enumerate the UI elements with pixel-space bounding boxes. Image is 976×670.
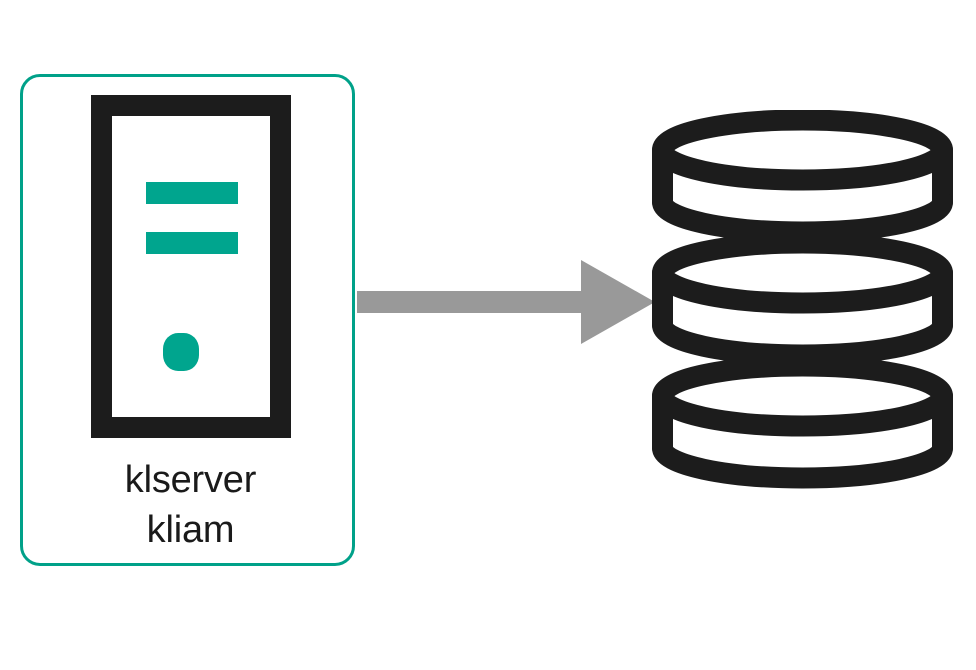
node-label-line-1: klserver	[124, 459, 257, 501]
node-label-line-2: kliam	[146, 509, 235, 551]
server-tower-icon	[91, 95, 291, 438]
db-disc-2-bottom	[652, 314, 953, 366]
database-cylinder-icon[interactable]	[650, 110, 955, 495]
db-disc-2-top	[652, 232, 953, 314]
db-disc-1-bottom	[652, 191, 953, 243]
db-disc-3-bottom	[652, 437, 953, 489]
server-indicator-bar-2	[146, 232, 238, 254]
server-indicator-bar-1	[146, 182, 238, 204]
node-server-klserver[interactable]: klserver kliam	[20, 74, 355, 566]
node-label: klserver kliam	[23, 455, 358, 555]
right-arrow-icon[interactable]	[357, 258, 655, 346]
server-status-led-icon	[163, 333, 199, 371]
db-disc-1-top	[652, 110, 953, 191]
arrow-shape	[357, 260, 655, 344]
db-disc-3-top	[652, 355, 953, 437]
